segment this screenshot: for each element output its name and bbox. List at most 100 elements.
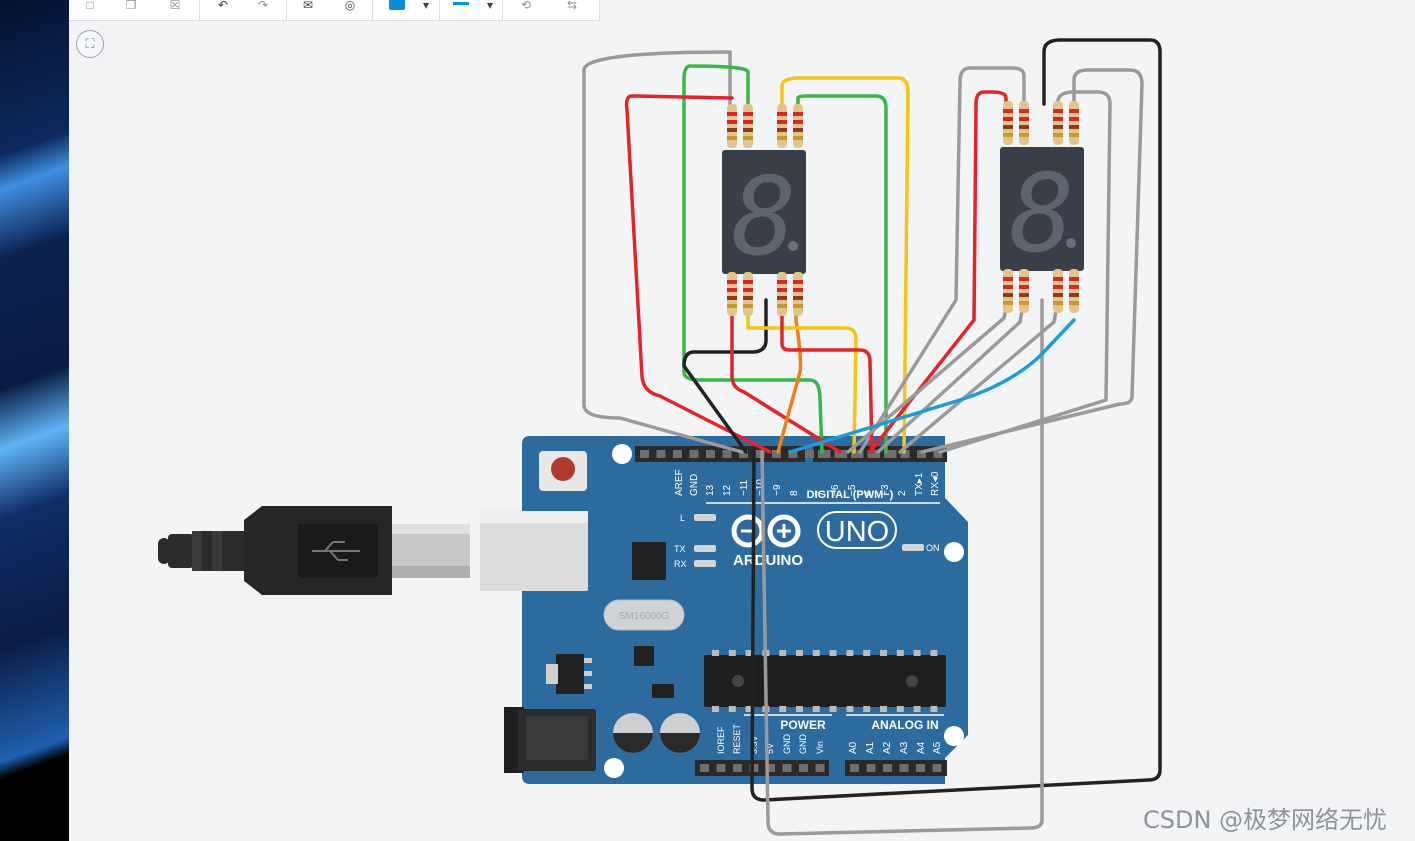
chip-pin bbox=[745, 650, 753, 656]
wire-red bbox=[624, 94, 772, 454]
header-pin-hole[interactable] bbox=[755, 450, 765, 458]
header-pin-hole[interactable] bbox=[766, 764, 775, 772]
resistor[interactable] bbox=[1019, 101, 1029, 145]
chip-pin bbox=[779, 706, 787, 712]
header-pin-hole[interactable] bbox=[815, 764, 825, 772]
header-pin-hole[interactable] bbox=[772, 450, 781, 458]
resistor[interactable] bbox=[1069, 269, 1079, 313]
mounting-hole bbox=[944, 542, 964, 562]
new-icon[interactable]: □ bbox=[86, 0, 94, 12]
note-icon[interactable]: ✉ bbox=[302, 0, 314, 12]
header-pin-hole[interactable] bbox=[782, 764, 792, 772]
toolbar-divider bbox=[286, 0, 287, 20]
resistor[interactable] bbox=[793, 272, 803, 316]
header-pin-hole[interactable] bbox=[933, 450, 943, 458]
header-pin-hole[interactable] bbox=[866, 764, 876, 772]
header-pin-hole[interactable] bbox=[799, 764, 808, 772]
seven-segment-display-left[interactable]: 8 bbox=[722, 150, 806, 280]
delete-icon[interactable]: ☒ bbox=[169, 0, 181, 12]
analog-pin-label: A0 bbox=[848, 741, 859, 754]
power-pin-label: 5V bbox=[765, 743, 775, 754]
header-pin-hole[interactable] bbox=[706, 450, 715, 458]
header-pin-hole[interactable] bbox=[834, 450, 844, 458]
header-pin-hole[interactable] bbox=[917, 450, 926, 458]
resistor[interactable] bbox=[1053, 101, 1063, 145]
header-pin-hole[interactable] bbox=[722, 450, 732, 458]
led-l-label: L bbox=[680, 513, 685, 523]
header-pin-hole[interactable] bbox=[656, 450, 666, 458]
header-pin-hole[interactable] bbox=[818, 450, 827, 458]
header-pin-hole[interactable] bbox=[805, 450, 814, 458]
toolbar-divider bbox=[439, 0, 440, 20]
led-on bbox=[902, 544, 924, 551]
header-pin-hole[interactable] bbox=[899, 764, 909, 772]
wire-gray bbox=[760, 298, 1044, 836]
header-pin-hole[interactable] bbox=[640, 450, 649, 458]
chip-pin bbox=[745, 706, 753, 712]
flip-icon[interactable]: ⇆ bbox=[566, 0, 578, 12]
line-style-icon[interactable]: ▾ bbox=[486, 0, 494, 12]
header-pin-hole[interactable] bbox=[673, 450, 682, 458]
resistor[interactable] bbox=[793, 104, 803, 148]
header-pin-hole[interactable] bbox=[850, 764, 859, 772]
resistor[interactable] bbox=[777, 104, 787, 148]
editor-toolbar: □ ❐ ☒ ↶ ↷ ✉ ◎ ▾ ▾ ⟲ ⇆ bbox=[69, 0, 600, 21]
chip-pin bbox=[863, 650, 871, 656]
rotate-icon[interactable]: ⟲ bbox=[520, 0, 532, 12]
power-header-label: POWER bbox=[780, 718, 826, 732]
header-pin-hole[interactable] bbox=[716, 764, 726, 772]
resistor[interactable] bbox=[1003, 269, 1013, 313]
resistor[interactable] bbox=[777, 272, 787, 316]
digital-pin-label: 13 bbox=[705, 484, 716, 496]
redo-icon[interactable]: ↷ bbox=[257, 0, 269, 12]
resistor[interactable] bbox=[1069, 101, 1079, 145]
header-pin-hole[interactable] bbox=[851, 450, 860, 458]
resistor[interactable] bbox=[1003, 101, 1013, 145]
header-pin-hole[interactable] bbox=[689, 450, 699, 458]
resistor[interactable] bbox=[727, 272, 737, 316]
capacitor bbox=[660, 713, 700, 753]
resistor[interactable] bbox=[743, 272, 753, 316]
resistor[interactable] bbox=[1053, 269, 1063, 313]
reset-button[interactable] bbox=[539, 451, 587, 491]
color-picker-icon[interactable]: ▾ bbox=[422, 0, 430, 12]
led-on-label: ON bbox=[926, 543, 940, 553]
header-pin-hole[interactable] bbox=[884, 450, 893, 458]
header-pin-hole[interactable] bbox=[867, 450, 877, 458]
header-pin-hole[interactable] bbox=[788, 450, 798, 458]
header-pin-hole[interactable] bbox=[700, 764, 709, 772]
wire-gray bbox=[858, 66, 1026, 454]
digital-pin-label: ~9 bbox=[772, 484, 783, 496]
analog-pin-label: A3 bbox=[899, 741, 910, 754]
seven-segment-display-right[interactable]: 8 bbox=[1000, 147, 1084, 277]
undo-icon[interactable]: ↶ bbox=[217, 0, 229, 12]
wire-gray bbox=[876, 298, 1026, 454]
desktop-background-strip bbox=[0, 0, 69, 841]
resistor[interactable] bbox=[1019, 269, 1029, 313]
toolbar-divider bbox=[372, 0, 373, 20]
wire-red bbox=[780, 298, 874, 454]
resistor[interactable] bbox=[727, 104, 737, 148]
fit-view-button[interactable]: ⛶ bbox=[76, 30, 104, 58]
header-pin-hole[interactable] bbox=[749, 764, 759, 772]
header-pin-hole[interactable] bbox=[932, 764, 942, 772]
header-pin-hole[interactable] bbox=[916, 764, 925, 772]
wire-orange bbox=[776, 298, 803, 454]
resistor[interactable] bbox=[743, 104, 753, 148]
header-pin-hole[interactable] bbox=[739, 450, 748, 458]
chip-pin bbox=[812, 706, 820, 712]
usb-cable[interactable] bbox=[158, 506, 470, 595]
crystal-oscillator bbox=[603, 599, 685, 631]
arduino-uno-board[interactable]: SM16000G L TX RX ON bbox=[480, 436, 968, 784]
wire-blue bbox=[788, 318, 1076, 454]
header-pin-hole[interactable] bbox=[733, 764, 742, 772]
visibility-icon[interactable]: ◎ bbox=[344, 0, 356, 12]
fill-color-swatch[interactable] bbox=[389, 0, 405, 10]
header-pin-hole[interactable] bbox=[883, 764, 892, 772]
line-style-swatch[interactable] bbox=[453, 2, 469, 5]
led-rx bbox=[694, 560, 716, 567]
copy-icon[interactable]: ❐ bbox=[125, 0, 137, 12]
digital-pin-label: AREF bbox=[674, 469, 685, 496]
header-pin-hole[interactable] bbox=[900, 450, 910, 458]
